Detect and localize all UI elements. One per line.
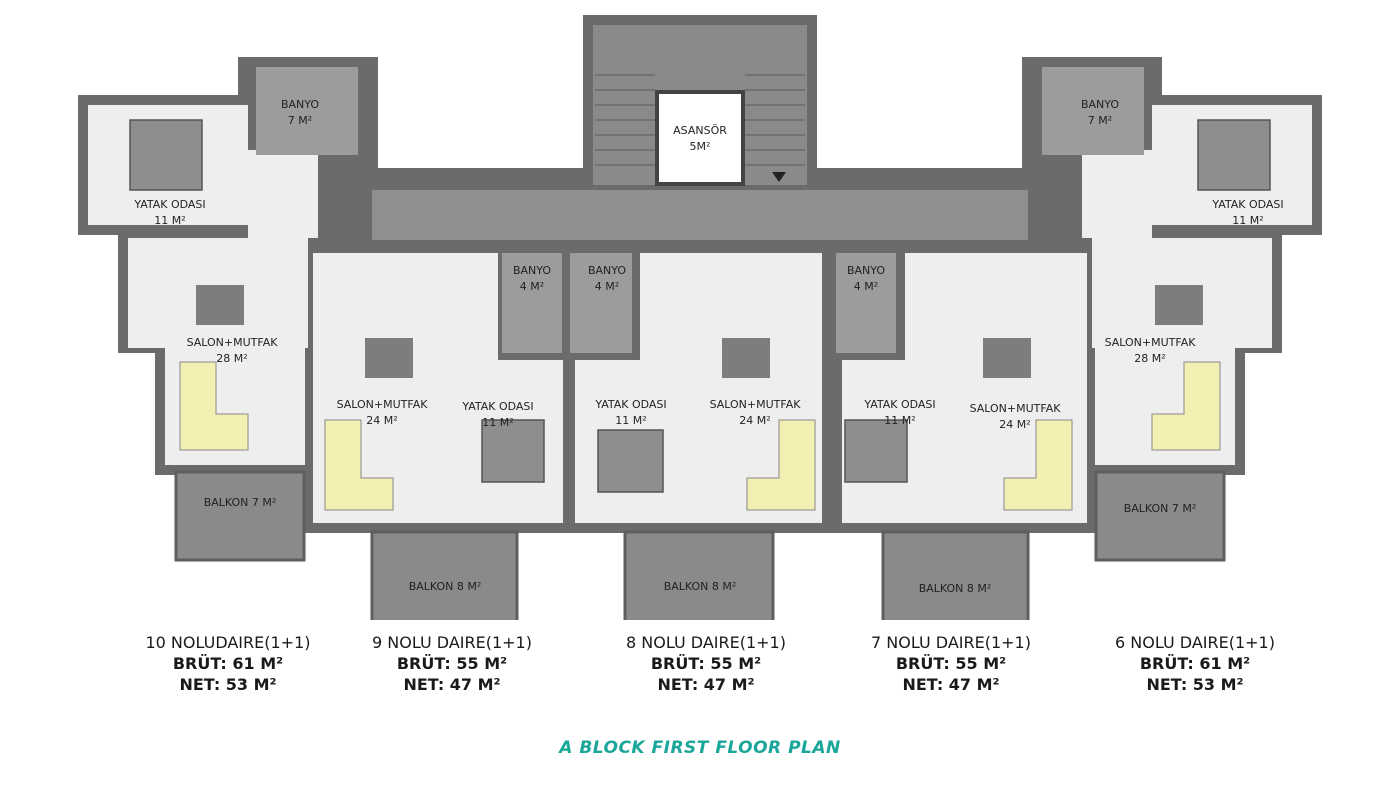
salon-label: SALON+MUTFAK bbox=[970, 402, 1062, 415]
balconies bbox=[174, 470, 1226, 620]
unit-name: 6 NOLU DAIRE(1+1) bbox=[1115, 633, 1275, 652]
unit-brut: BRÜT: 61 M² bbox=[1139, 654, 1251, 673]
unit-net: NET: 53 M² bbox=[179, 675, 277, 694]
yatak-label: YATAK ODASI bbox=[863, 398, 935, 411]
unit-brut: BRÜT: 55 M² bbox=[895, 654, 1007, 673]
unit-caption: 9 NOLU DAIRE(1+1) BRÜT: 55 M² NET: 47 M² bbox=[332, 632, 572, 695]
corridor bbox=[372, 190, 1028, 240]
salon-area: 24 M² bbox=[739, 414, 770, 427]
balkon-label: BALKON 8 M² bbox=[664, 580, 737, 593]
yatak-label: YATAK ODASI bbox=[133, 198, 205, 211]
dining-tables bbox=[196, 285, 1203, 378]
unit-net: NET: 47 M² bbox=[657, 675, 755, 694]
banyo-area: 7 M² bbox=[1088, 114, 1112, 127]
salon-label: SALON+MUTFAK bbox=[1105, 336, 1197, 349]
balkon-label: BALKON 7 M² bbox=[1124, 502, 1197, 515]
salon-area: 28 M² bbox=[216, 352, 247, 365]
salon-label: SALON+MUTFAK bbox=[337, 398, 429, 411]
yatak-label: YATAK ODASI bbox=[1211, 198, 1283, 211]
banyo-label: BANYO bbox=[588, 264, 626, 277]
banyo-label: BANYO bbox=[513, 264, 551, 277]
unit-name: 7 NOLU DAIRE(1+1) bbox=[871, 633, 1031, 652]
stairs bbox=[595, 74, 805, 166]
plan-title: A BLOCK FIRST FLOOR PLAN bbox=[559, 738, 841, 758]
balkon-label: BALKON 7 M² bbox=[204, 496, 277, 509]
salon-area: 24 M² bbox=[999, 418, 1030, 431]
sofas bbox=[179, 361, 1221, 511]
room-labels: ASANSÖR 5M² BANYO 7 M² BANYO 7 M² BANYO … bbox=[133, 98, 1283, 595]
banyo-area: 4 M² bbox=[854, 280, 878, 293]
elevator-label: ASANSÖR bbox=[673, 124, 727, 137]
yatak-area: 11 M² bbox=[615, 414, 646, 427]
yatak-area: 11 M² bbox=[884, 414, 915, 427]
floor-plan: ASANSÖR 5M² BANYO 7 M² BANYO 7 M² BANYO … bbox=[78, 15, 1322, 620]
unit-caption: 7 NOLU DAIRE(1+1) BRÜT: 55 M² NET: 47 M² bbox=[831, 632, 1071, 695]
unit-net: NET: 53 M² bbox=[1146, 675, 1244, 694]
unit-caption: 8 NOLU DAIRE(1+1) BRÜT: 55 M² NET: 47 M² bbox=[586, 632, 826, 695]
banyo-label: BANYO bbox=[281, 98, 319, 111]
unit-brut: BRÜT: 55 M² bbox=[396, 654, 508, 673]
unit-brut: BRÜT: 61 M² bbox=[172, 654, 284, 673]
salon-area: 24 M² bbox=[366, 414, 397, 427]
banyo-label: BANYO bbox=[1081, 98, 1119, 111]
banyo-area: 4 M² bbox=[520, 280, 544, 293]
unit-caption: 10 NOLUDAIRE(1+1) BRÜT: 61 M² NET: 53 M² bbox=[108, 632, 348, 695]
salon-label: SALON+MUTFAK bbox=[710, 398, 802, 411]
yatak-area: 11 M² bbox=[482, 416, 513, 429]
banyo-label: BANYO bbox=[847, 264, 885, 277]
unit-brut: BRÜT: 55 M² bbox=[650, 654, 762, 673]
beds bbox=[129, 119, 1271, 493]
bathrooms bbox=[256, 67, 1144, 353]
elevator bbox=[655, 90, 745, 186]
unit-net: NET: 47 M² bbox=[902, 675, 1000, 694]
salon-area: 28 M² bbox=[1134, 352, 1165, 365]
unit-name: 8 NOLU DAIRE(1+1) bbox=[626, 633, 786, 652]
yatak-label: YATAK ODASI bbox=[594, 398, 666, 411]
balkon-label: BALKON 8 M² bbox=[409, 580, 482, 593]
banyo-area: 7 M² bbox=[288, 114, 312, 127]
balkon-label: BALKON 8 M² bbox=[919, 582, 992, 595]
elevator-area: 5M² bbox=[690, 140, 711, 153]
salon-label: SALON+MUTFAK bbox=[187, 336, 279, 349]
unit-caption: 6 NOLU DAIRE(1+1) BRÜT: 61 M² NET: 53 M² bbox=[1075, 632, 1315, 695]
stair-arrow-icon bbox=[772, 172, 786, 182]
yatak-area: 11 M² bbox=[1232, 214, 1263, 227]
yatak-area: 11 M² bbox=[154, 214, 185, 227]
unit-name: 10 NOLUDAIRE(1+1) bbox=[145, 633, 311, 652]
banyo-area: 4 M² bbox=[595, 280, 619, 293]
unit-name: 9 NOLU DAIRE(1+1) bbox=[372, 633, 532, 652]
unit-net: NET: 47 M² bbox=[403, 675, 501, 694]
yatak-label: YATAK ODASI bbox=[461, 400, 533, 413]
unit-captions: 10 NOLUDAIRE(1+1) BRÜT: 61 M² NET: 53 M²… bbox=[0, 632, 1400, 712]
